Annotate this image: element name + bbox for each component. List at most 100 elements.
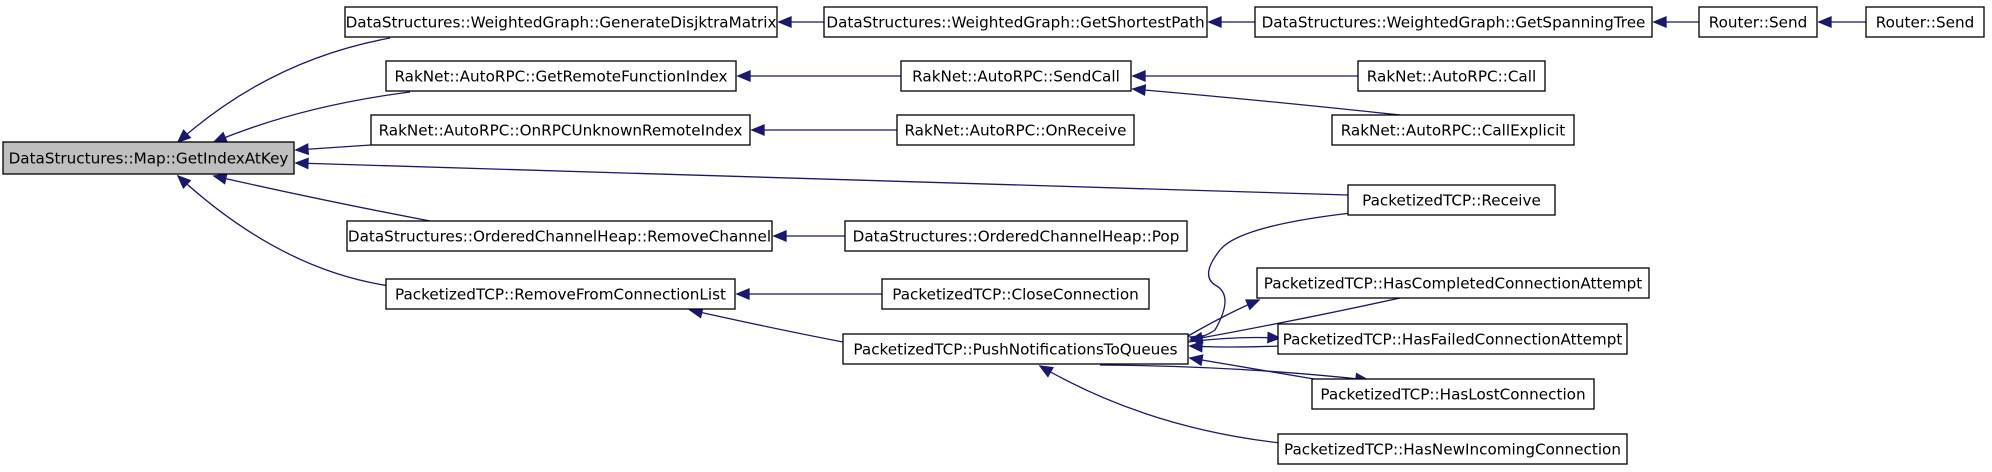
edge-pntq-to-hcca bbox=[1187, 299, 1261, 337]
edge-rfcl-to-root bbox=[176, 174, 391, 287]
node-label: DataStructures::OrderedChannelHeap::Remo… bbox=[348, 228, 771, 246]
node-box bbox=[1277, 323, 1628, 355]
node-packetizedtcp-pushnotificationstoqueues-pntq[interactable]: PacketizedTCP::PushNotificationsToQueues bbox=[842, 333, 1189, 365]
edge-line bbox=[177, 37, 391, 143]
node-box bbox=[344, 6, 778, 38]
node-box bbox=[900, 60, 1132, 92]
node-box bbox=[1331, 114, 1575, 146]
arrow-head bbox=[212, 172, 228, 185]
edge-line bbox=[1132, 88, 1401, 116]
arrow-head bbox=[735, 288, 750, 300]
node-box bbox=[385, 278, 736, 310]
edge-rsend2-to-rsend1 bbox=[1817, 16, 1866, 28]
node-label: DataStructures::WeightedGraph::GetSpanni… bbox=[1262, 14, 1646, 32]
node-packetizedtcp-removefromconnectionlist-rfcl[interactable]: PacketizedTCP::RemoveFromConnectionList bbox=[385, 278, 736, 310]
arrow-head bbox=[1267, 331, 1282, 344]
node-packetizedtcp-receive-receive[interactable]: PacketizedTCP::Receive bbox=[1347, 184, 1556, 216]
arrow-head bbox=[1038, 365, 1054, 378]
node-raknet-autorpc-onreceive-onrecv[interactable]: RakNet::AutoRPC::OnReceive bbox=[896, 114, 1135, 146]
node-label: Router::Send bbox=[1709, 14, 1808, 32]
edge-line bbox=[213, 91, 411, 143]
node-box bbox=[844, 220, 1188, 252]
node-packetizedtcp-hascompletedconnectionattempt-hcca[interactable]: PacketizedTCP::HasCompletedConnectionAtt… bbox=[1256, 267, 1650, 299]
edge-remch-to-root bbox=[212, 172, 431, 222]
node-box bbox=[1256, 267, 1650, 299]
arrow-head bbox=[1207, 16, 1222, 28]
node-box bbox=[881, 278, 1150, 310]
node-box bbox=[1277, 433, 1628, 465]
node-raknet-autorpc-call-call[interactable]: RakNet::AutoRPC::Call bbox=[1357, 60, 1546, 92]
edge-getst-to-getsp bbox=[1207, 16, 1255, 28]
edge-getsp-to-gendij bbox=[777, 16, 824, 28]
arrow-head bbox=[772, 230, 787, 242]
node-raknet-autorpc-onrpcunknownremoteindex-onrpc[interactable]: RakNet::AutoRPC::OnRPCUnknownRemoteIndex bbox=[370, 114, 751, 146]
arrow-head bbox=[294, 143, 310, 156]
edge-gendij-to-root bbox=[176, 37, 391, 144]
edge-line bbox=[1039, 365, 1291, 445]
arrow-head bbox=[1131, 70, 1146, 82]
edge-line bbox=[177, 175, 391, 287]
node-packetizedtcp-hasnewincomingconnection-hnic[interactable]: PacketizedTCP::HasNewIncomingConnection bbox=[1277, 433, 1628, 465]
edge-pop-to-remch bbox=[772, 230, 845, 242]
edge-line bbox=[1189, 297, 1401, 341]
node-raknet-autorpc-callexplicit-callexp[interactable]: RakNet::AutoRPC::CallExplicit bbox=[1331, 114, 1575, 146]
node-box bbox=[1357, 60, 1546, 92]
node-label: PacketizedTCP::CloseConnection bbox=[892, 286, 1139, 304]
edge-hnic-to-pntq bbox=[1038, 365, 1291, 445]
node-raknet-autorpc-sendcall-sendcall[interactable]: RakNet::AutoRPC::SendCall bbox=[900, 60, 1132, 92]
node-label: Router::Send bbox=[1876, 14, 1975, 32]
node-datastructures-map-getindexatkey-root: DataStructures::Map::GetIndexAtKey bbox=[2, 141, 295, 175]
node-raknet-autorpc-getremotefunctionindex-grfi[interactable]: RakNet::AutoRPC::GetRemoteFunctionIndex bbox=[385, 60, 737, 92]
node-label: DataStructures::OrderedChannelHeap::Pop bbox=[853, 228, 1180, 246]
node-datastructures-weightedgraph-getshortestpath-getsp[interactable]: DataStructures::WeightedGraph::GetShorte… bbox=[823, 6, 1208, 38]
edge-grfi-to-root bbox=[212, 91, 411, 143]
node-box bbox=[370, 114, 751, 146]
node-datastructures-weightedgraph-generatedisjktramatrix-gendij[interactable]: DataStructures::WeightedGraph::GenerateD… bbox=[344, 6, 778, 38]
arrow-head bbox=[1652, 16, 1667, 28]
edge-line bbox=[1189, 211, 1361, 339]
node-datastructures-orderedchannelheap-pop-pop[interactable]: DataStructures::OrderedChannelHeap::Pop bbox=[844, 220, 1188, 252]
edge-line bbox=[295, 162, 1349, 196]
node-label: RakNet::AutoRPC::CallExplicit bbox=[1341, 122, 1566, 140]
node-packetizedtcp-haslostconnection-hlc[interactable]: PacketizedTCP::HasLostConnection bbox=[1311, 378, 1595, 410]
node-packetizedtcp-closeconnection-closeconn[interactable]: PacketizedTCP::CloseConnection bbox=[881, 278, 1150, 310]
node-packetizedtcp-hasfailedconnectionattempt-hfca[interactable]: PacketizedTCP::HasFailedConnectionAttemp… bbox=[1277, 323, 1628, 355]
edge-sendcall-to-grfi bbox=[736, 70, 901, 82]
node-box bbox=[1347, 184, 1556, 216]
arrow-head bbox=[736, 70, 751, 82]
node-router-send-rsend2[interactable]: Router::Send bbox=[1865, 6, 1985, 38]
node-label: PacketizedTCP::HasLostConnection bbox=[1320, 386, 1585, 404]
node-box bbox=[1865, 6, 1985, 38]
node-box bbox=[842, 333, 1189, 365]
node-label: PacketizedTCP::Receive bbox=[1362, 192, 1541, 210]
edge-line bbox=[213, 175, 431, 222]
node-box bbox=[346, 220, 773, 252]
node-label: PacketizedTCP::HasCompletedConnectionAtt… bbox=[1264, 275, 1642, 293]
arrow-head bbox=[176, 129, 192, 144]
arrow-head bbox=[1245, 299, 1261, 311]
node-label: DataStructures::WeightedGraph::GetShorte… bbox=[826, 14, 1204, 32]
edge-pntq-to-rfcl bbox=[688, 306, 844, 343]
node-box bbox=[896, 114, 1135, 146]
edge-line bbox=[1189, 345, 1281, 348]
arrow-head bbox=[1131, 84, 1147, 97]
edge-hfca-to-pntq bbox=[1188, 340, 1281, 353]
node-box bbox=[385, 60, 737, 92]
arrow-head bbox=[176, 174, 192, 189]
node-router-send-rsend1[interactable]: Router::Send bbox=[1698, 6, 1818, 38]
arrow-head bbox=[750, 124, 765, 136]
node-datastructures-orderedchannelheap-removechannel-remch[interactable]: DataStructures::OrderedChannelHeap::Remo… bbox=[346, 220, 773, 252]
edge-onrpc-to-root bbox=[294, 143, 372, 156]
node-label: PacketizedTCP::HasFailedConnectionAttemp… bbox=[1283, 331, 1623, 349]
edge-rsend1-to-getst bbox=[1652, 16, 1699, 28]
node-label: RakNet::AutoRPC::OnReceive bbox=[904, 122, 1126, 140]
node-label: PacketizedTCP::PushNotificationsToQueues bbox=[853, 341, 1177, 359]
node-label: DataStructures::WeightedGraph::GenerateD… bbox=[346, 14, 777, 32]
edge-hlc-to-pntq bbox=[1188, 354, 1321, 381]
arrow-head bbox=[212, 131, 228, 143]
edge-pntq-to-hfca bbox=[1187, 331, 1282, 344]
arrow-head bbox=[1188, 354, 1204, 367]
node-datastructures-weightedgraph-getspanningtree-getst[interactable]: DataStructures::WeightedGraph::GetSpanni… bbox=[1254, 6, 1653, 38]
nodes-layer: DataStructures::Map::GetIndexAtKeyDataSt… bbox=[2, 6, 1985, 465]
